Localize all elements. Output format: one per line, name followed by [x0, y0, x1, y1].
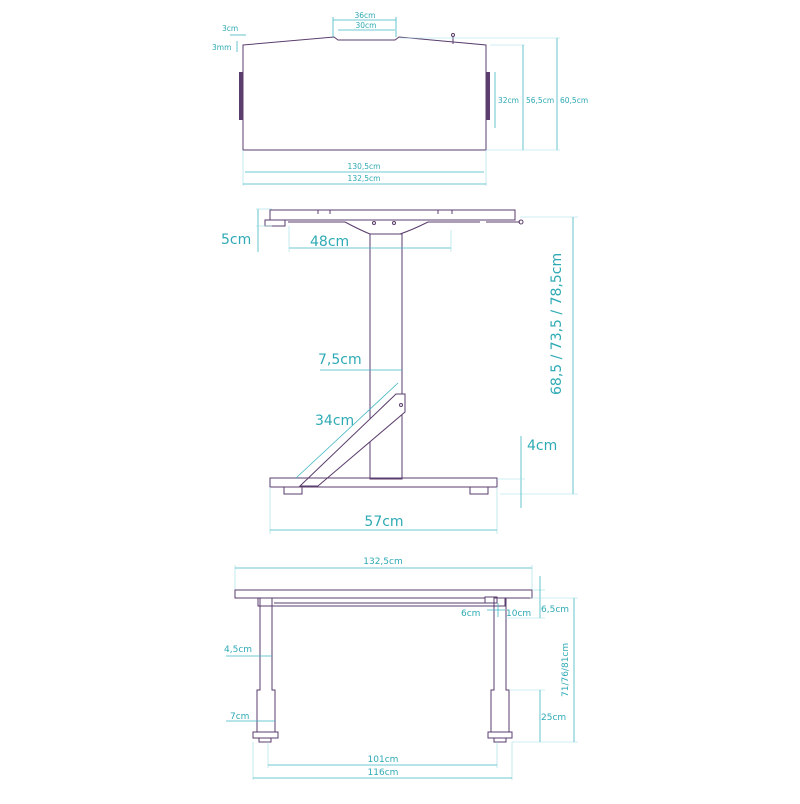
- bracket-10cm-label: 10cm: [506, 609, 531, 619]
- front-left-foot: [252, 731, 279, 739]
- front-left-glide: [258, 737, 272, 743]
- side-cable-plug: [518, 219, 524, 225]
- side-column: [369, 233, 403, 480]
- leg-width-label: 4,5cm: [224, 645, 252, 655]
- lower-height-label: 25cm: [541, 713, 566, 723]
- side-brace-bolt: [399, 403, 403, 407]
- desktop-top-outline: [242, 36, 487, 151]
- front-top-width-label: 132,5cm: [363, 557, 402, 567]
- handle-length-label: 32cm: [498, 96, 519, 105]
- foot-length-label: 57cm: [364, 514, 403, 530]
- top-thickness-label: 5cm: [221, 232, 251, 248]
- front-height-label: 71/76/81cm: [561, 643, 571, 697]
- front-view: 132,5cm 6cm 10cm 6,5cm 71/76/81cm 25cm: [224, 557, 578, 780]
- column-width-label: 7,5cm: [318, 352, 362, 368]
- width-inner-label: 130,5cm: [348, 162, 381, 171]
- side-bolt-2: [392, 221, 396, 225]
- brace-length-label: 34cm: [315, 413, 354, 429]
- inner-span-label: 101cm: [368, 755, 399, 765]
- edge-3mm-label: 3mm: [212, 43, 231, 52]
- side-desktop: [269, 209, 516, 221]
- frame-width-label: 48cm: [310, 234, 349, 250]
- width-outer-label: 132,5cm: [348, 174, 381, 183]
- foot-height-label: 4cm: [527, 438, 557, 454]
- cable-pin-head: [451, 33, 455, 37]
- outer-span-label: 116cm: [368, 768, 399, 778]
- side-glide-right: [469, 486, 489, 495]
- left-handle: [239, 72, 243, 120]
- lower-leg-label: 7cm: [230, 712, 249, 722]
- front-control-box: [484, 596, 498, 604]
- front-crossbar: [257, 597, 506, 607]
- edge-3cm-label: 3cm: [222, 24, 238, 33]
- depth-inner-label: 56,5cm: [526, 96, 554, 105]
- front-right-glide: [493, 737, 507, 743]
- side-glide-left: [283, 486, 303, 495]
- side-handle: [264, 219, 286, 227]
- top-view: 36cm 30cm 3cm 3mm 32cm 56,5cm 60,5cm 130…: [212, 11, 588, 186]
- bracket-6cm-label: 6cm: [461, 609, 480, 619]
- front-right-foot: [487, 731, 513, 739]
- notch-outer-label: 36cm: [355, 11, 376, 20]
- frame-depth-label: 6,5cm: [541, 605, 569, 615]
- depth-outer-label: 60,5cm: [560, 96, 588, 105]
- notch-inner-label: 30cm: [356, 21, 377, 30]
- side-view: 5cm 48cm 68,5 / 73,5 / 78,5cm 7,5cm 34cm…: [221, 208, 578, 534]
- front-left-leg: [256, 597, 276, 733]
- side-brace: [298, 393, 406, 487]
- right-handle: [486, 72, 490, 120]
- height-range-label: 68,5 / 73,5 / 78,5cm: [549, 253, 565, 395]
- brace-length-dimension-line: [295, 382, 399, 479]
- side-bolt-1: [372, 221, 376, 225]
